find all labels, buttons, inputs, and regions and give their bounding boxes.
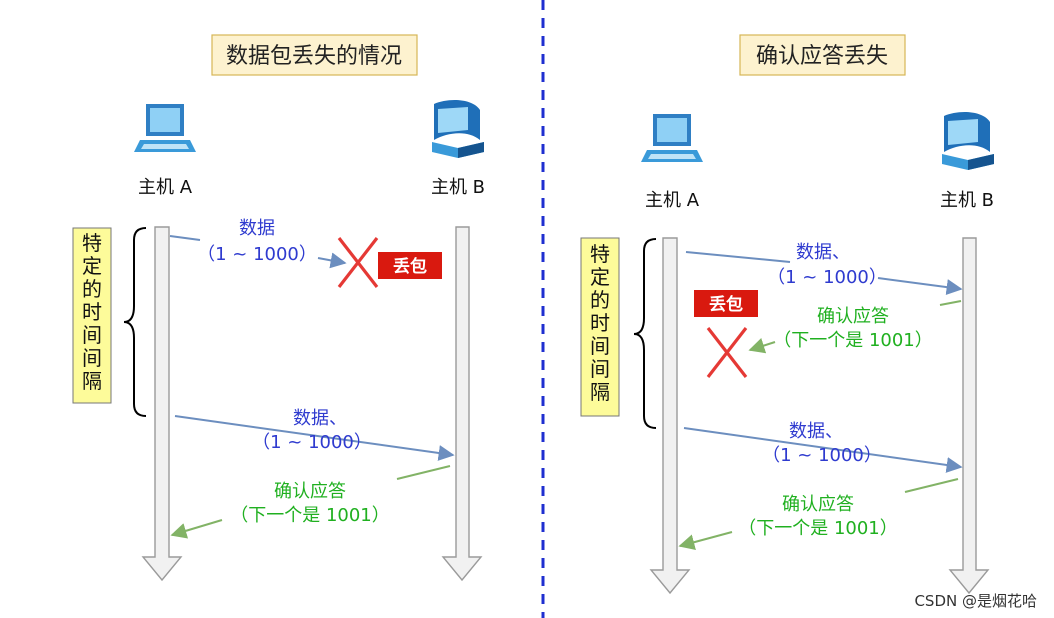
host-b-server-icon — [432, 100, 484, 158]
interval-char: 隔 — [590, 380, 610, 404]
right-ack2-arrow-end — [678, 531, 733, 550]
right-panel: 确认应答丢失 主机 A 主机 B 特 定 的 时 间 间 隔 数据、 （1 ~ … — [580, 34, 994, 595]
host-b-server-icon — [942, 112, 994, 170]
left-data2-line2: （1 ~ 1000） — [252, 432, 372, 453]
left-host-a-timeline — [141, 226, 183, 582]
right-interval-brace — [633, 238, 657, 429]
right-data2-arrow — [683, 427, 963, 473]
right-interval-label: 特 定 的 时 间 间 隔 — [590, 242, 610, 404]
right-ack1-arrow-start — [939, 300, 962, 306]
interval-char: 特 — [82, 231, 102, 255]
interval-char: 的 — [590, 288, 610, 312]
right-data1-line1: 数据、 — [796, 242, 850, 263]
right-host-a-label: 主机 A — [645, 190, 700, 211]
interval-char: 定 — [590, 265, 610, 289]
left-panel: 数据包丢失的情况 主机 A 主机 B 特 定 的 时 间 间 隔 数据 （1 ~… — [72, 34, 485, 582]
left-data1-line1: 数据 — [239, 218, 275, 239]
right-title-box — [739, 34, 906, 76]
right-host-b-label: 主机 B — [940, 190, 994, 211]
left-host-b-label: 主机 B — [431, 177, 485, 198]
right-data1-arrow-end — [877, 277, 963, 296]
interval-char: 隔 — [82, 369, 102, 393]
right-host-b-timeline — [948, 237, 990, 595]
interval-char: 间 — [82, 346, 102, 370]
left-interval-label: 特 定 的 时 间 间 隔 — [82, 231, 102, 393]
right-host-a-timeline — [649, 237, 691, 595]
left-host-a-label: 主机 A — [138, 177, 193, 198]
left-data1-arrow-end — [317, 252, 347, 269]
left-interval-brace — [123, 227, 147, 417]
left-data2-line1: 数据、 — [293, 408, 347, 429]
left-host-b-timeline — [441, 226, 483, 582]
left-title-box — [211, 34, 418, 76]
interval-char: 特 — [590, 242, 610, 266]
left-lost-x-icon — [337, 237, 379, 288]
interval-char: 时 — [590, 311, 610, 335]
host-a-computer-icon — [641, 114, 703, 162]
left-data1-line2: （1 ~ 1000） — [197, 244, 317, 265]
left-ack-line1: 确认应答 — [274, 481, 346, 502]
host-a-computer-icon — [134, 104, 196, 152]
right-data1-arrow-start — [685, 251, 791, 263]
right-interval-box — [580, 237, 620, 417]
right-data2-line2: （1 ~ 1000） — [762, 445, 882, 466]
interval-char: 的 — [82, 277, 102, 301]
right-data1-line2: （1 ~ 1000） — [767, 267, 887, 288]
left-ack-arrow-start — [396, 465, 451, 480]
right-ack2-arrow-start — [904, 478, 959, 493]
interval-char: 间 — [590, 357, 610, 381]
right-lost-x-icon — [706, 327, 748, 378]
watermark: CSDN @是烟花哈 — [914, 592, 1037, 610]
right-ack1-arrow-end — [748, 337, 776, 354]
right-ack1-line1: 确认应答 — [817, 306, 889, 327]
right-ack2-line1: 确认应答 — [782, 494, 854, 515]
left-ack-arrow-end — [170, 519, 223, 539]
interval-char: 时 — [82, 300, 102, 324]
right-ack2-line2: （下一个是 1001） — [738, 518, 898, 539]
interval-char: 定 — [82, 254, 102, 278]
left-data2-arrow — [174, 415, 455, 461]
left-data1-arrow-start — [169, 235, 201, 241]
left-ack-line2: （下一个是 1001） — [230, 505, 390, 526]
right-ack1-line2: （下一个是 1001） — [773, 330, 933, 351]
left-interval-box — [72, 227, 112, 404]
right-lost-badge — [694, 290, 758, 317]
left-lost-label: 丢包 — [393, 256, 427, 277]
right-title: 确认应答丢失 — [756, 44, 888, 69]
right-data2-line1: 数据、 — [789, 421, 843, 442]
right-lost-label: 丢包 — [709, 294, 743, 315]
left-lost-badge — [378, 252, 442, 279]
interval-char: 间 — [590, 334, 610, 358]
left-title: 数据包丢失的情况 — [226, 44, 402, 69]
interval-char: 间 — [82, 323, 102, 347]
